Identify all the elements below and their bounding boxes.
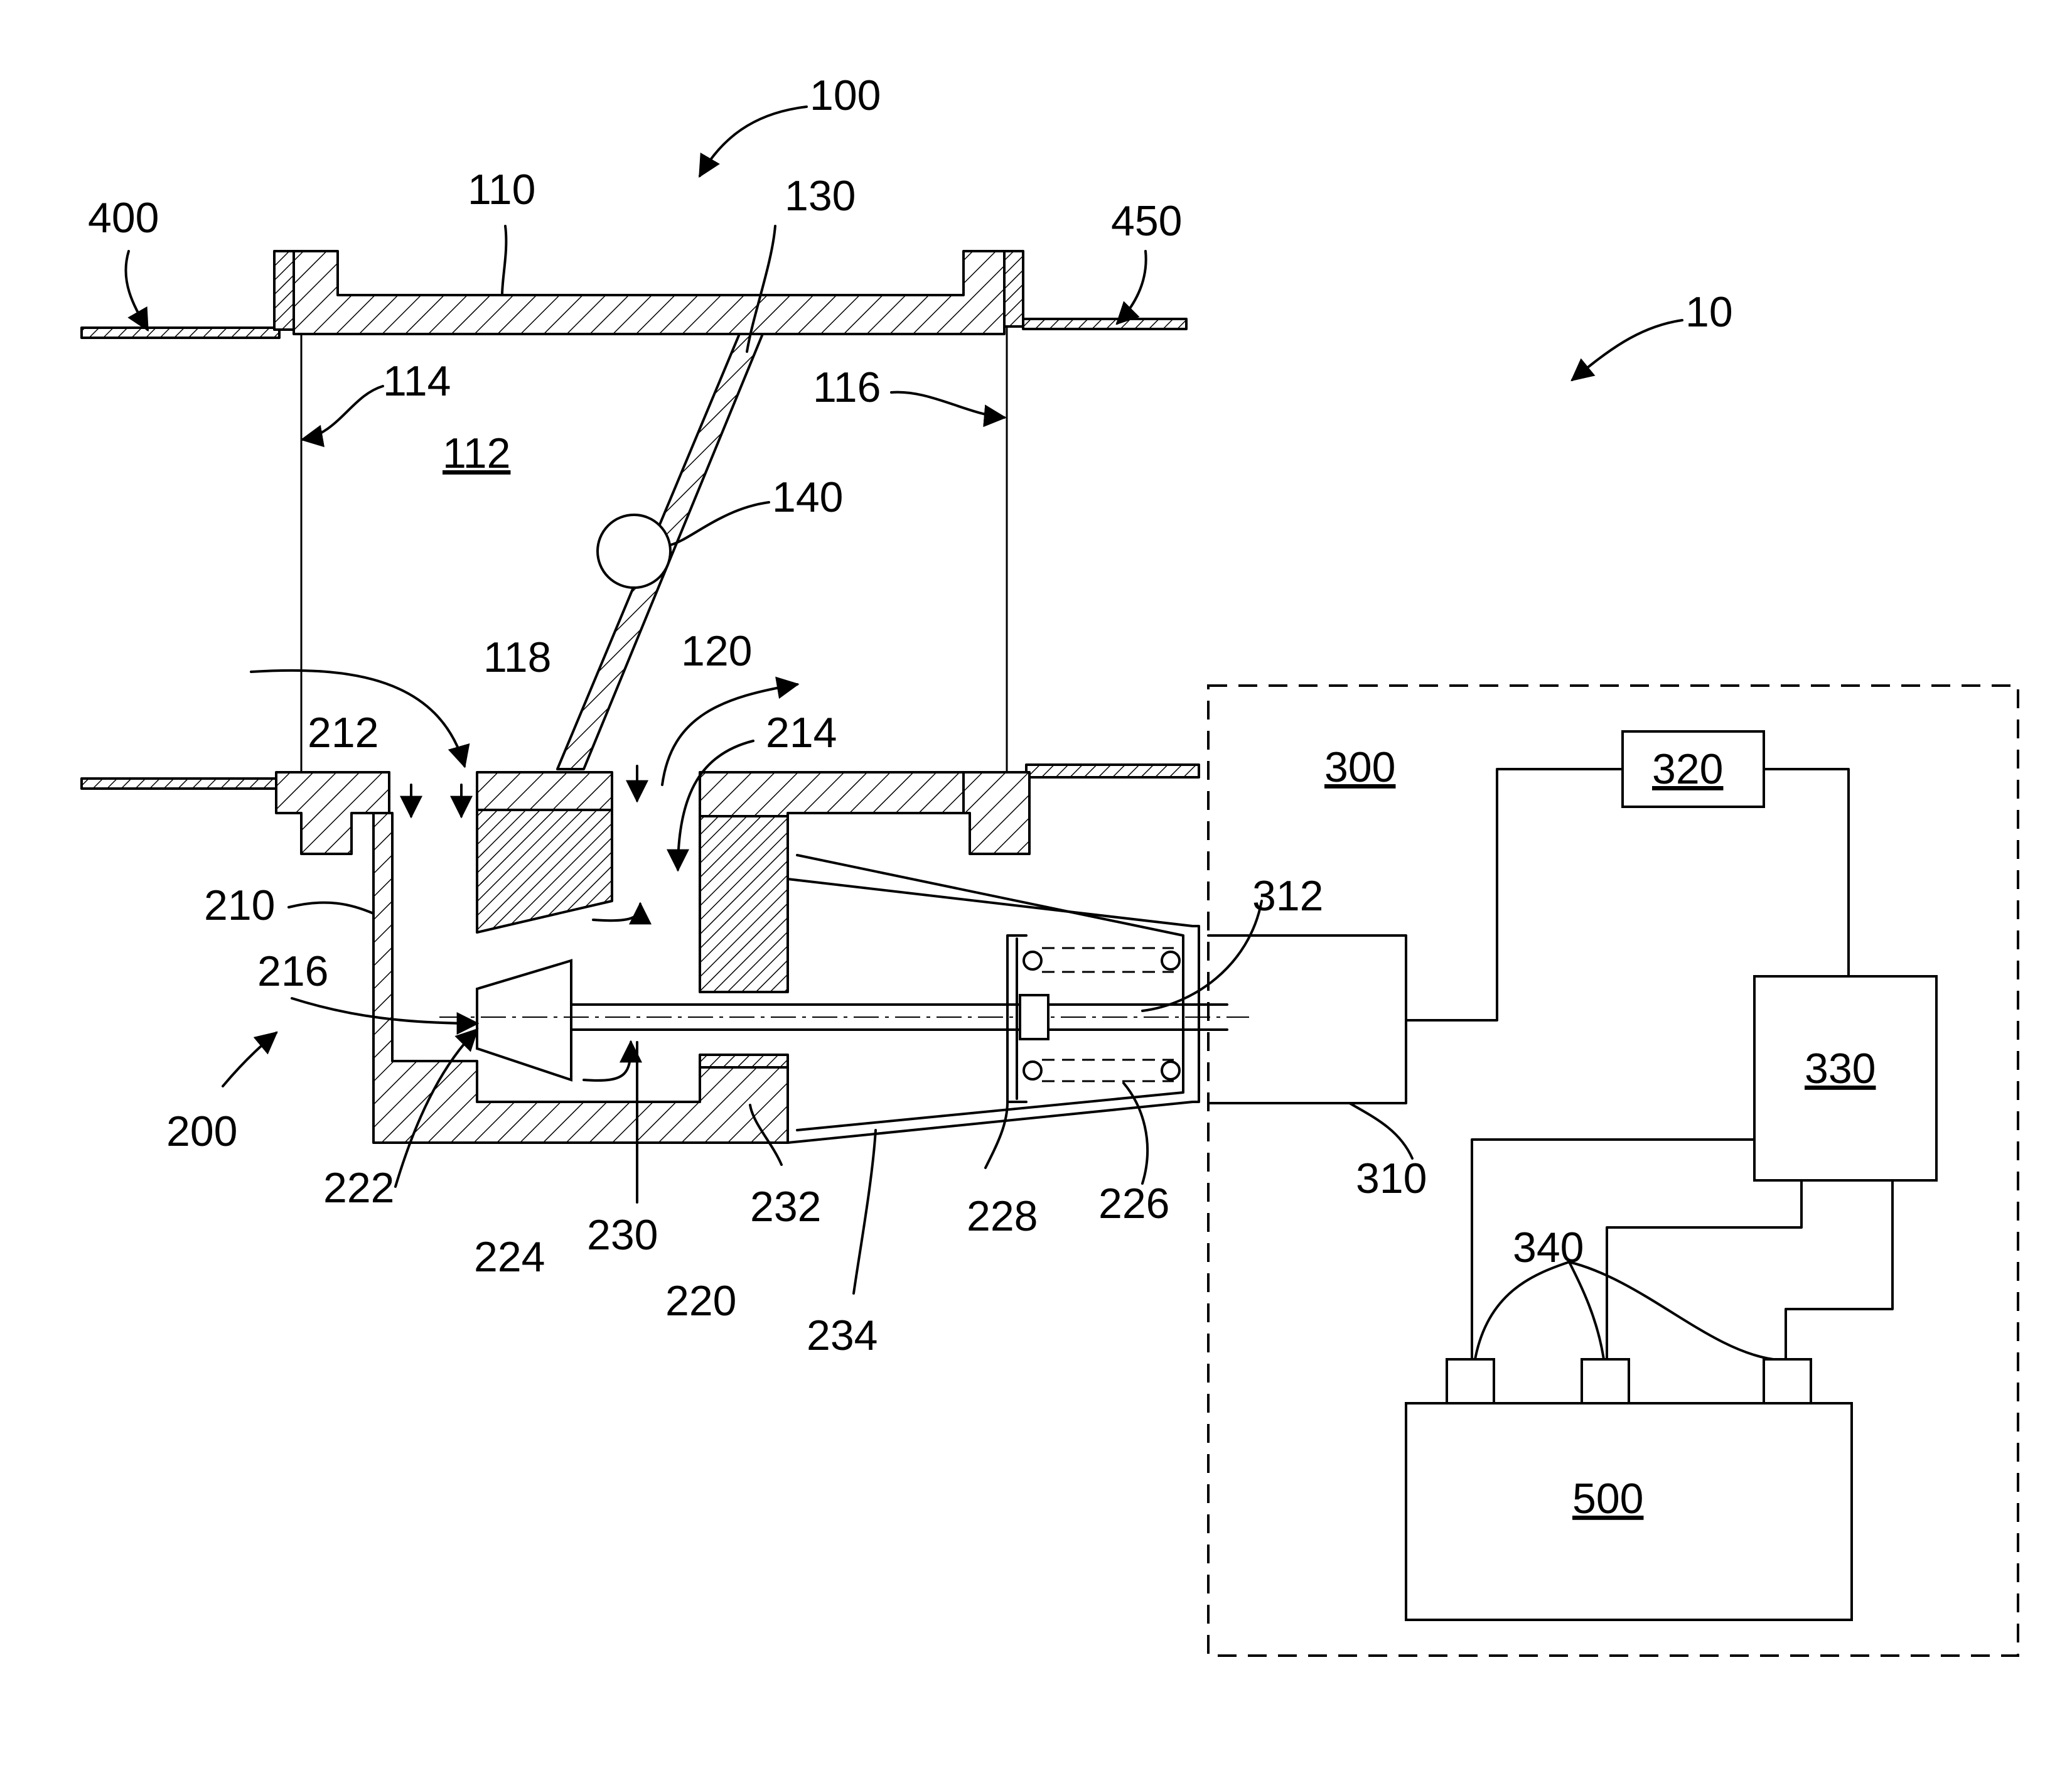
seat-232 bbox=[700, 1055, 788, 1067]
leader-312 bbox=[1142, 901, 1262, 1011]
label-312: 312 bbox=[1252, 872, 1323, 920]
terminal-340-b bbox=[1582, 1359, 1629, 1403]
flow-arrow-230 bbox=[584, 1042, 631, 1081]
label-228: 228 bbox=[967, 1192, 1038, 1240]
terminal-340-a bbox=[1447, 1359, 1494, 1403]
leader-114 bbox=[303, 386, 383, 439]
terminal-340-c bbox=[1764, 1359, 1811, 1403]
label-112: 112 bbox=[443, 429, 510, 477]
wire-310-320 bbox=[1406, 769, 1623, 1020]
label-320: 320 bbox=[1652, 745, 1723, 793]
leader-10 bbox=[1572, 320, 1682, 380]
label-330: 330 bbox=[1805, 1045, 1876, 1092]
label-224: 224 bbox=[474, 1233, 545, 1281]
label-120: 120 bbox=[681, 627, 752, 675]
upper-duct-assembly bbox=[82, 251, 1186, 772]
label-110: 110 bbox=[468, 166, 535, 213]
label-234: 234 bbox=[807, 1312, 878, 1359]
wire-320-330 bbox=[1764, 769, 1849, 976]
frame-110 bbox=[294, 251, 1004, 334]
label-400: 400 bbox=[88, 194, 159, 242]
leader-340-a bbox=[1475, 1262, 1569, 1359]
actuator-310 bbox=[1208, 935, 1406, 1103]
label-214: 214 bbox=[766, 709, 837, 757]
actuator-housing-inner bbox=[797, 855, 1183, 1130]
label-300: 300 bbox=[1324, 743, 1395, 791]
flow-arrow-inner-up bbox=[593, 904, 640, 920]
leader-116 bbox=[891, 392, 1004, 418]
leader-234 bbox=[854, 1130, 876, 1293]
label-340: 340 bbox=[1513, 1224, 1584, 1271]
duct-wall-450 bbox=[1023, 319, 1186, 329]
spring-coil-3 bbox=[1024, 1062, 1041, 1079]
leader-400 bbox=[126, 251, 148, 330]
label-220: 220 bbox=[665, 1277, 736, 1325]
top-plate-left bbox=[477, 772, 612, 810]
label-226: 226 bbox=[1098, 1180, 1169, 1227]
spring-coil-2 bbox=[1162, 952, 1179, 969]
top-plate-right bbox=[700, 772, 964, 816]
leader-210 bbox=[289, 903, 373, 914]
label-500: 500 bbox=[1572, 1475, 1643, 1523]
label-210: 210 bbox=[204, 882, 275, 929]
label-216: 216 bbox=[257, 947, 328, 995]
piston-hub bbox=[1020, 995, 1048, 1039]
spring-coil-1 bbox=[1024, 952, 1041, 969]
inner-block-right bbox=[700, 816, 788, 992]
inner-block-left bbox=[477, 810, 612, 932]
gasket-left-upper bbox=[274, 251, 294, 330]
duct-wall-lower-left bbox=[82, 779, 279, 789]
duct-wall-400 bbox=[82, 328, 279, 338]
spring-coil-4 bbox=[1162, 1062, 1179, 1079]
flange-right bbox=[964, 772, 1029, 854]
pivot-140 bbox=[598, 515, 670, 588]
label-230: 230 bbox=[587, 1211, 658, 1259]
leader-310 bbox=[1350, 1103, 1412, 1158]
label-100: 100 bbox=[810, 72, 881, 119]
leader-450 bbox=[1117, 251, 1146, 323]
label-140: 140 bbox=[772, 473, 843, 521]
label-222: 222 bbox=[323, 1164, 394, 1212]
label-114: 114 bbox=[383, 357, 451, 405]
label-232: 232 bbox=[750, 1183, 821, 1231]
label-130: 130 bbox=[785, 172, 856, 220]
label-212: 212 bbox=[308, 709, 378, 757]
label-10: 10 bbox=[1685, 288, 1733, 336]
label-118: 118 bbox=[483, 634, 551, 681]
label-116: 116 bbox=[813, 364, 881, 411]
label-200: 200 bbox=[166, 1108, 237, 1155]
label-310: 310 bbox=[1356, 1155, 1427, 1202]
leader-200 bbox=[223, 1033, 276, 1086]
gasket-right-upper bbox=[1004, 251, 1023, 326]
valve-cone-222 bbox=[477, 961, 571, 1080]
label-450: 450 bbox=[1111, 197, 1182, 245]
duct-wall-lower-right bbox=[1026, 765, 1199, 777]
leader-110 bbox=[502, 226, 506, 295]
leader-100 bbox=[700, 107, 807, 176]
leader-340-b bbox=[1569, 1262, 1604, 1359]
